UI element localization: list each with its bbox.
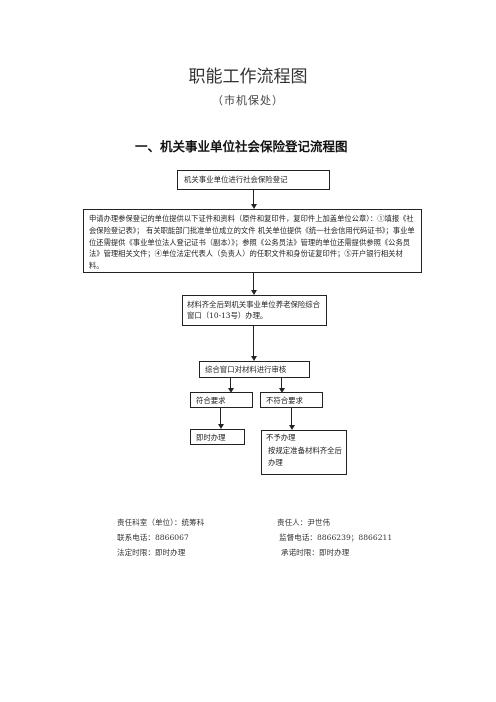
footer-phone: 联系电话：8866067: [117, 533, 189, 542]
result-ok-text: 即时办理: [196, 433, 226, 442]
split-left: [230, 378, 231, 390]
result-fail: 不予办理 按规定准备材料齐全后办理: [261, 430, 347, 475]
connector-ok: [220, 408, 221, 426]
arrow-split-left: [227, 388, 234, 393]
result-ok: 即时办理: [190, 429, 245, 445]
arrow-1-2: [250, 204, 257, 209]
branch-ok-text: 符合要求: [196, 396, 226, 405]
arrow-3-4: [250, 356, 257, 361]
split-right: [281, 378, 282, 390]
branch-ok: 符合要求: [190, 392, 253, 408]
arrow-2-3: [250, 290, 257, 295]
arrow-ok: [217, 424, 224, 429]
connector-fail: [291, 408, 292, 427]
arrow-fail: [288, 425, 295, 430]
footer-person: 责任人：尹世伟: [277, 518, 331, 527]
branch-fail: 不符合要求: [260, 392, 323, 408]
page-title: 职能工作流程图: [188, 67, 308, 87]
flow-step-review-text: 综合窗口对材料进行审核: [205, 365, 287, 374]
arrow-split-right: [278, 388, 285, 393]
connector-2-3: [253, 273, 254, 292]
flow-step-review: 综合窗口对材料进行审核: [199, 361, 310, 378]
flow-step-documents-text: 申请办理参保登记的单位提供以下证件和资料（原件和复印件，复印件上加盖单位公章）：…: [89, 214, 415, 271]
flow-step-register: 机关事业单位进行社会保险登记: [177, 170, 330, 190]
footer-supervise-phone: 监督电话：8866239；8866211: [279, 533, 393, 542]
branch-fail-text: 不符合要求: [266, 396, 303, 405]
result-fail-note: 按规定准备材料齐全后办理: [268, 445, 342, 468]
footer-dept: 责任科室（单位）：统筹科: [117, 518, 205, 527]
result-fail-text: 不予办理: [266, 433, 296, 442]
connector-1-2: [253, 190, 254, 206]
flow-step-window-text: 材料齐全后到机关事业单位养老保险综合窗口（10-13号）办理。: [187, 300, 321, 321]
footer-legal-time: 法定时限：即时办理: [117, 548, 186, 557]
flow-step-register-text: 机关事业单位进行社会保险登记: [184, 175, 288, 184]
flow-step-window: 材料齐全后到机关事业单位养老保险综合窗口（10-13号）办理。: [182, 295, 327, 326]
connector-3-4: [253, 326, 254, 358]
footer-promise-time: 承诺时限：即时办理: [281, 548, 350, 557]
flow-step-documents: 申请办理参保登记的单位提供以下证件和资料（原件和复印件，复印件上加盖单位公章）：…: [83, 209, 422, 273]
section-title: 一、机关事业单位社会保险登记流程图: [135, 139, 348, 154]
page-subtitle: （市机保处）: [212, 94, 284, 107]
